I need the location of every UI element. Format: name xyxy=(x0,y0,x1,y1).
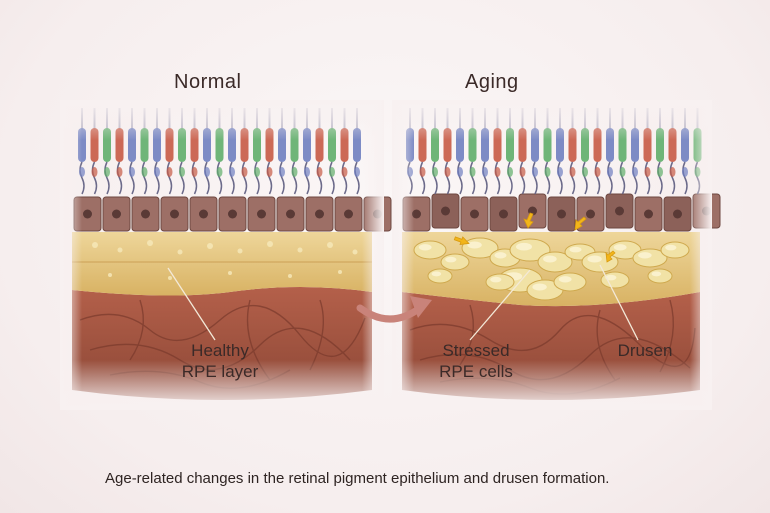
aging-rpe-cells xyxy=(402,193,721,232)
rpe-cell xyxy=(634,196,663,232)
stress-arrow-icon xyxy=(574,216,587,231)
drusen-deposit xyxy=(461,237,499,259)
rpe-cell xyxy=(189,196,218,232)
rpe-cell xyxy=(131,196,160,232)
drusen-deposit xyxy=(647,268,673,284)
rpe-cell xyxy=(576,196,605,232)
rpe-cell xyxy=(547,196,576,232)
drusen-deposit xyxy=(660,241,690,259)
stress-arrow-icon xyxy=(453,236,470,245)
rpe-cell xyxy=(605,193,634,229)
drusen-deposit xyxy=(509,238,551,262)
healthy-label-line1: Healthy xyxy=(191,341,249,360)
drusen-deposit xyxy=(632,248,668,268)
stress-arrow-icon xyxy=(605,250,616,263)
rpe-cell xyxy=(334,196,363,232)
drusen-deposit xyxy=(537,251,573,273)
stressed-label-line1: Stressed xyxy=(442,341,510,360)
rpe-cell xyxy=(218,196,247,232)
figure-caption: Age-related changes in the retinal pigme… xyxy=(105,470,610,487)
healthy-label-line2: RPE layer xyxy=(181,362,259,381)
drusen-deposit xyxy=(526,279,564,301)
normal-rpe-cells xyxy=(73,196,392,232)
drusen-deposit xyxy=(440,253,470,271)
rpe-cell xyxy=(489,196,518,232)
drusen-label: Drusen xyxy=(617,341,673,360)
drusen-deposit xyxy=(553,272,587,292)
rpe-cell xyxy=(663,196,692,232)
stressed-callout-line xyxy=(469,269,531,341)
drusen-deposit xyxy=(600,271,630,289)
rpe-cell xyxy=(247,196,276,232)
rpe-cell xyxy=(276,196,305,232)
drusen-deposits xyxy=(413,237,690,301)
drusen-deposit xyxy=(427,268,453,284)
rpe-cell xyxy=(102,196,131,232)
rpe-cell xyxy=(305,196,334,232)
aging-panel xyxy=(392,100,721,410)
rpe-cell xyxy=(460,196,489,232)
normal-title: Normal xyxy=(174,71,242,93)
healthy-callout-line xyxy=(167,267,216,341)
stress-arrows xyxy=(453,212,616,263)
healthy-rpe-label: Healthy RPE layer xyxy=(175,340,265,382)
rpe-cell xyxy=(431,193,460,229)
drusen-deposit xyxy=(413,240,447,260)
normal-bruchs-layer xyxy=(72,232,372,296)
transition-arrow-icon xyxy=(356,304,424,323)
drusen-callout-line xyxy=(599,264,639,341)
transition-arrowhead xyxy=(410,296,432,318)
aging-title: Aging xyxy=(465,71,519,93)
drusen-deposit xyxy=(485,273,515,291)
normal-layer-speckles xyxy=(92,240,358,280)
rpe-cell xyxy=(160,196,189,232)
stressed-label-line2: RPE cells xyxy=(439,362,513,381)
stressed-rpe-label: Stressed RPE cells xyxy=(428,340,524,382)
normal-panel xyxy=(60,100,392,410)
stress-arrow-icon xyxy=(523,212,534,229)
